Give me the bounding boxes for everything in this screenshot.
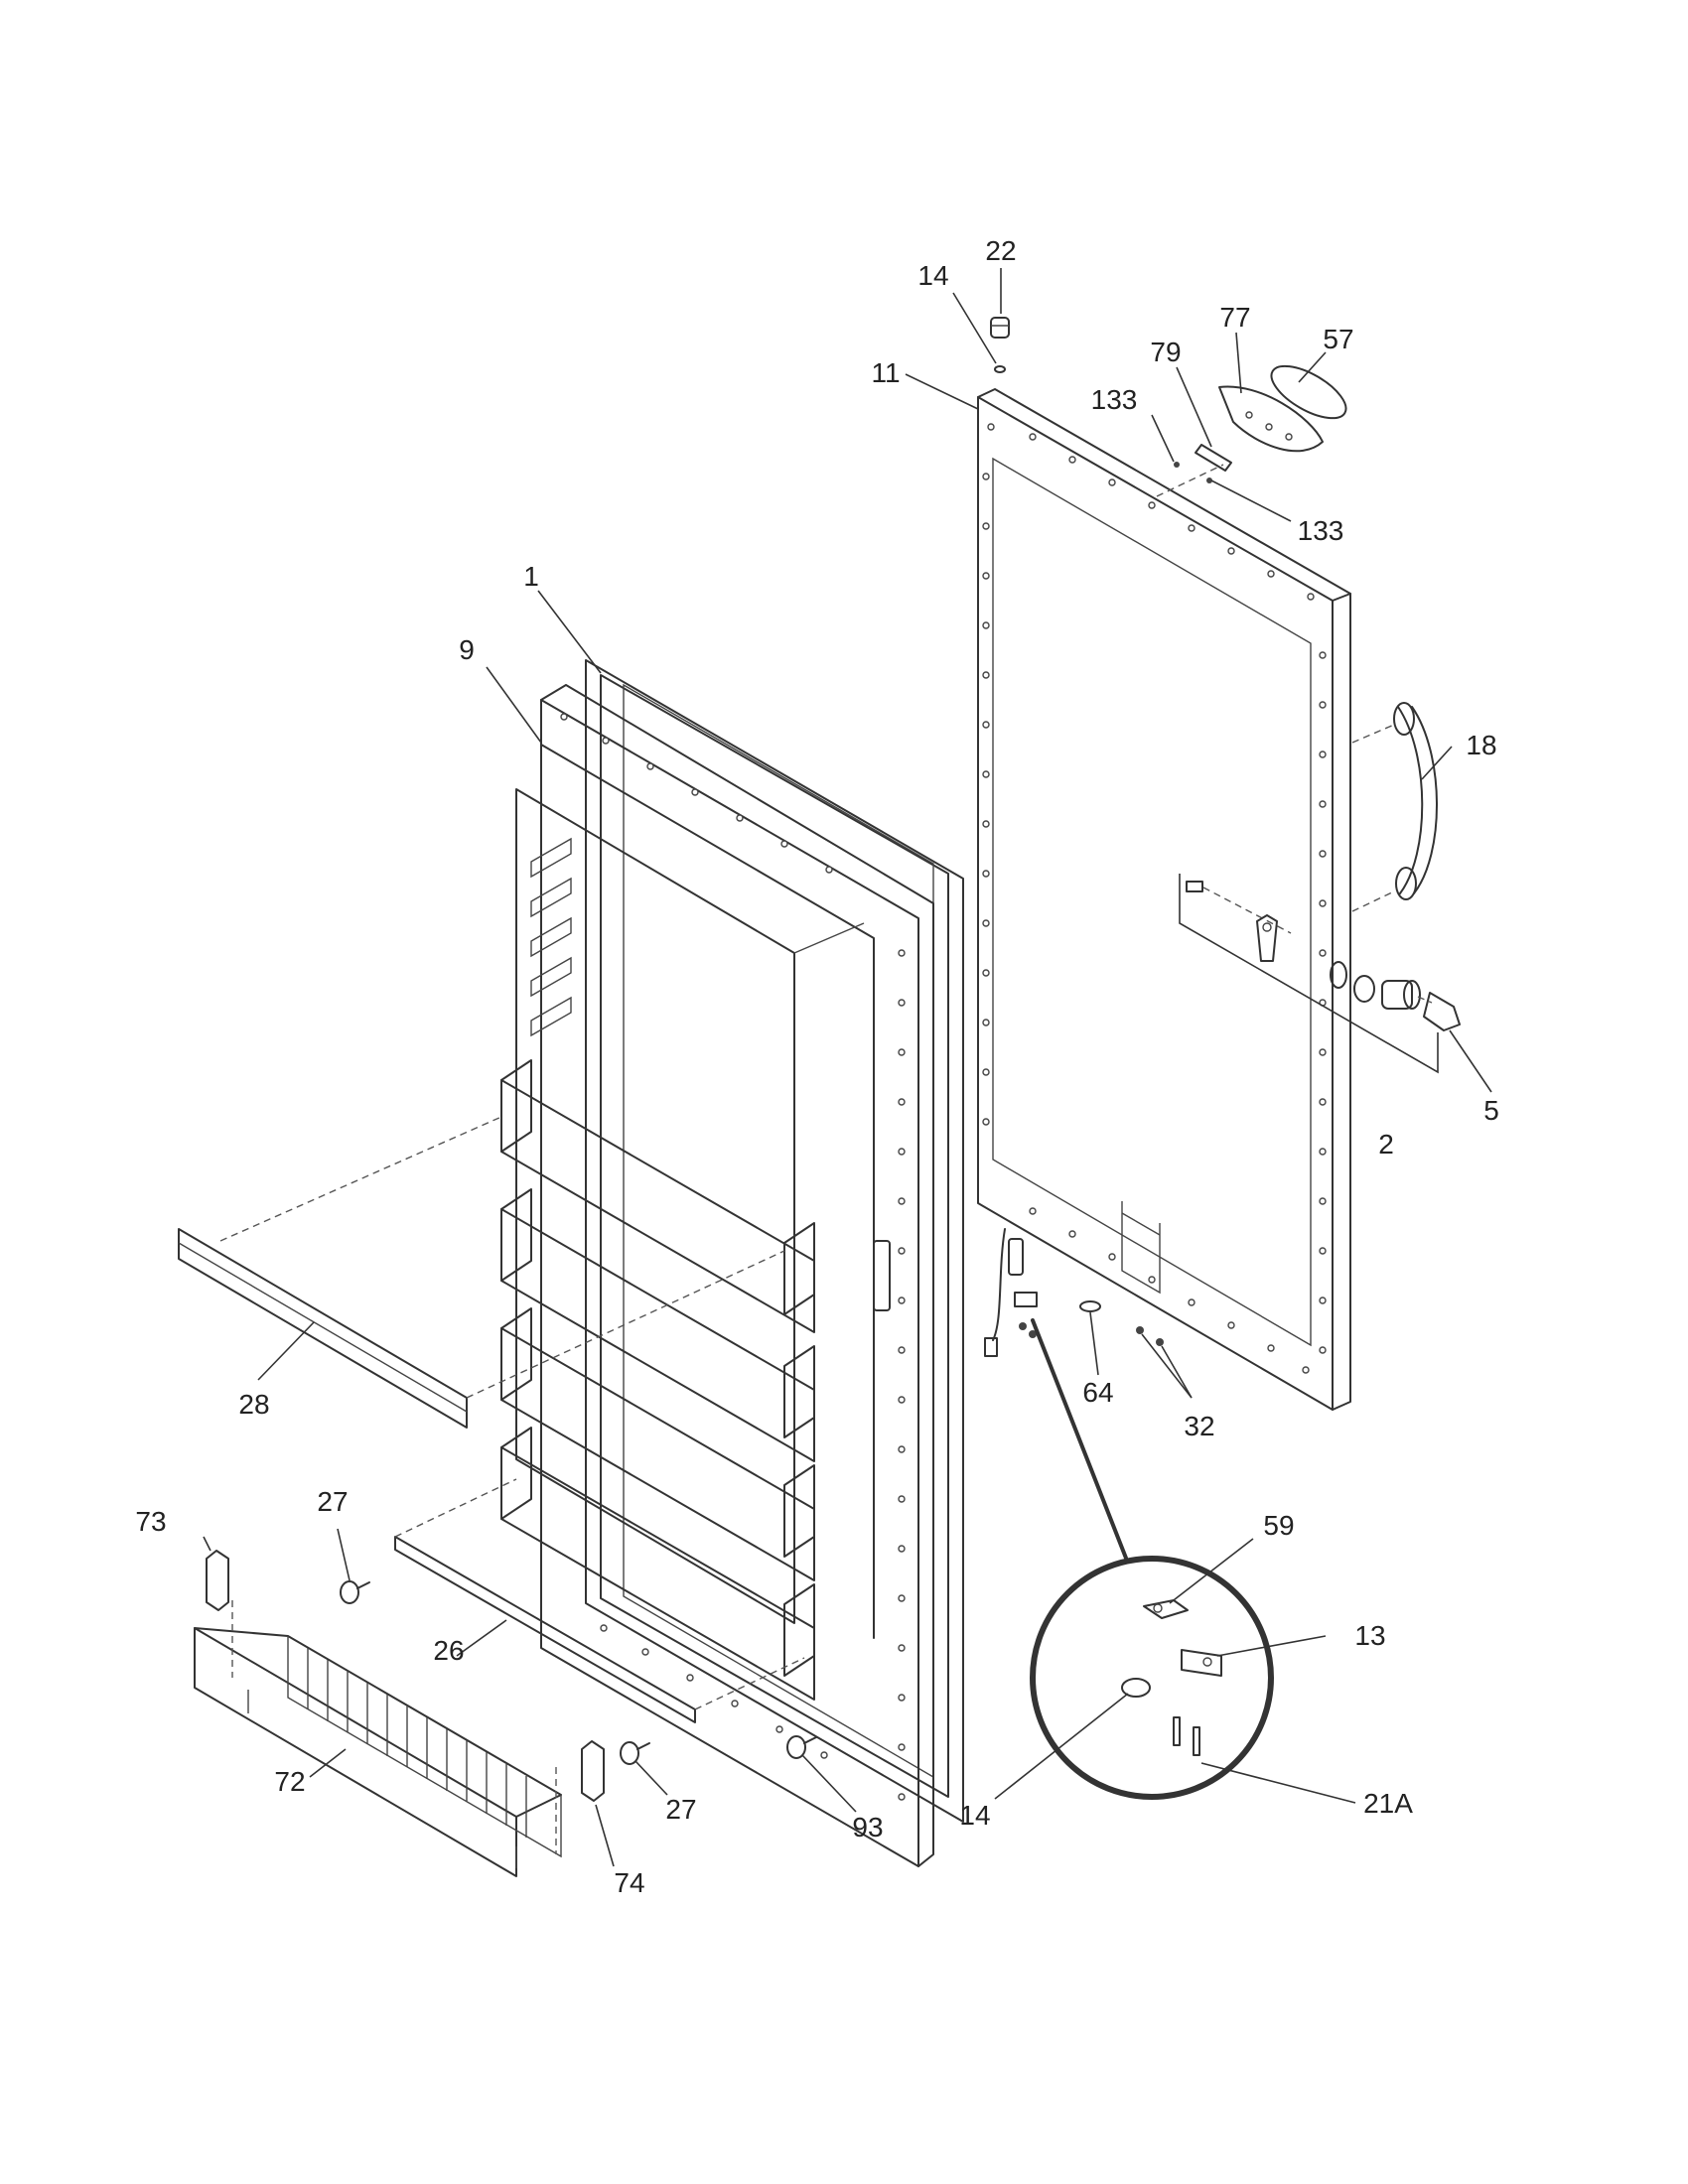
callout-13: 13 <box>1354 1620 1385 1651</box>
callout-2: 2 <box>1378 1129 1394 1160</box>
callout-14-detail: 14 <box>959 1800 990 1831</box>
callout-59: 59 <box>1263 1510 1294 1541</box>
leader-lines <box>203 268 1492 1867</box>
callout-labels: 22 14 11 77 57 79 133 133 1 9 18 5 2 28 … <box>135 235 1498 1898</box>
inner-door-liner <box>500 684 934 1867</box>
end-cap-right <box>555 1740 605 1854</box>
callout-32: 32 <box>1184 1411 1214 1441</box>
door-shelves <box>500 1059 815 1701</box>
outer-door-holes <box>982 423 1327 1374</box>
callout-77: 77 <box>1219 302 1250 333</box>
shelf-clips <box>530 837 572 1037</box>
end-cap-left <box>206 1550 233 1678</box>
callout-1: 1 <box>523 561 539 592</box>
lock-assembly <box>1179 874 1461 1074</box>
shelf-rail <box>178 1116 785 1429</box>
callout-11: 11 <box>871 357 900 388</box>
door-handle <box>1351 702 1438 912</box>
mounting-bracket <box>1195 444 1232 472</box>
callout-27-right: 27 <box>665 1794 696 1825</box>
lower-bracket <box>1121 1201 1161 1295</box>
callout-64: 64 <box>1082 1377 1113 1408</box>
screws <box>340 1580 817 1765</box>
callout-22: 22 <box>985 235 1016 266</box>
outer-door-panel <box>977 388 1351 1411</box>
control-cover <box>1156 364 1347 497</box>
top-hinge-pin <box>990 317 1010 373</box>
callout-14: 14 <box>917 260 948 291</box>
detail-inset <box>1030 1318 1274 1800</box>
callout-5: 5 <box>1483 1095 1499 1126</box>
callout-93: 93 <box>852 1812 883 1843</box>
liner-holes <box>560 713 906 1801</box>
bottom-rail <box>394 1478 805 1723</box>
callout-21a: 21A <box>1363 1788 1413 1819</box>
callout-133-top: 133 <box>1091 384 1138 415</box>
callout-9: 9 <box>459 634 475 665</box>
callout-79: 79 <box>1150 337 1181 367</box>
callout-28: 28 <box>238 1389 269 1420</box>
callout-133-right: 133 <box>1298 515 1344 546</box>
callout-72: 72 <box>274 1766 305 1797</box>
callout-18: 18 <box>1466 730 1496 760</box>
lens <box>1270 364 1347 420</box>
callout-73: 73 <box>135 1506 166 1537</box>
lower-hinge <box>984 1228 1164 1357</box>
callout-26: 26 <box>433 1635 464 1666</box>
bottom-basket <box>194 1627 562 1877</box>
callout-74: 74 <box>614 1867 644 1898</box>
callout-57: 57 <box>1323 324 1353 354</box>
callout-27-left: 27 <box>317 1486 348 1517</box>
